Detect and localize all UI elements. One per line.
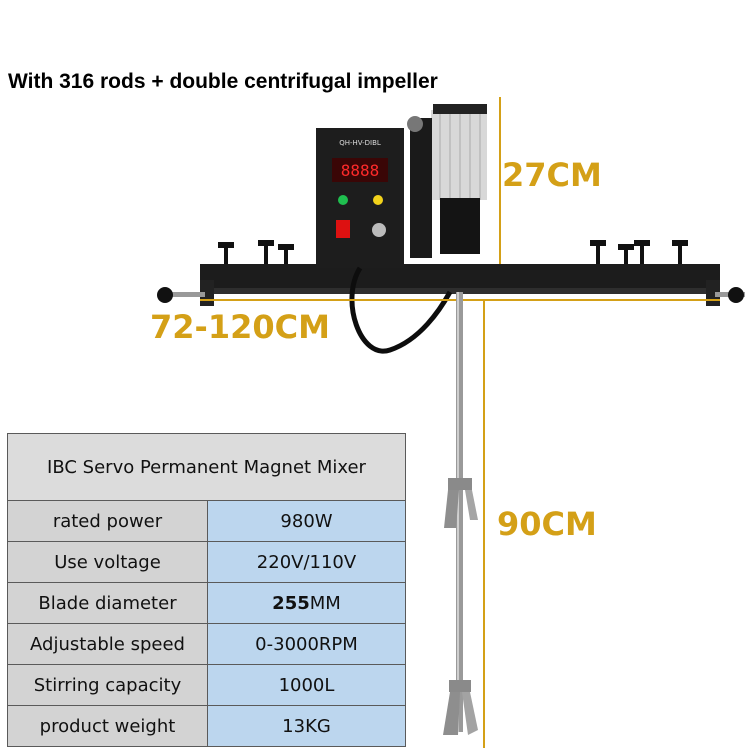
table-row: rated power 980W [7,500,406,542]
blade-diameter-unit: MM [309,592,341,614]
spec-table-title: IBC Servo Permanent Magnet Mixer [7,433,406,501]
upper-impeller-blade [444,490,459,528]
controller-display [332,158,388,182]
controller-box [316,128,404,268]
display-digits: 8888 [341,161,380,180]
right-clamp-knob [728,287,744,303]
headline: With 316 rods + double centrifugal impel… [8,70,438,93]
left-clamp-screw [170,292,205,297]
lower-impeller-hub [449,680,471,692]
rail-knobs [218,240,688,264]
speed-knob [372,223,386,237]
table-row: Use voltage 220V/110V [7,541,406,583]
table-row: Adjustable speed 0-3000RPM [7,623,406,665]
stirring-rod [456,292,463,732]
spec-value: 1000L [207,664,406,706]
spec-label: Blade diameter [7,582,208,624]
spec-label: Adjustable speed [7,623,208,665]
rod-length-dimension: 90CM [497,505,597,543]
height-dimension: 27CM [502,156,602,194]
spec-table-title-row: IBC Servo Permanent Magnet Mixer [7,433,406,501]
spec-label: Stirring capacity [7,664,208,706]
green-indicator [338,195,348,205]
motor-base [440,198,480,254]
motor-housing [431,110,487,200]
table-row: Stirring capacity 1000L [7,664,406,706]
yellow-indicator [373,195,383,205]
mounting-rail [200,264,720,288]
spec-value: 0-3000RPM [207,623,406,665]
spec-label: Use voltage [7,541,208,583]
upper-impeller-hub [448,478,472,490]
left-clamp-knob [157,287,173,303]
table-row: product weight 13KG [7,705,406,747]
spec-value: 980W [207,500,406,542]
width-dimension: 72-120CM [150,308,330,346]
spec-value: 220V/110V [207,541,406,583]
spec-label: rated power [7,500,208,542]
lower-impeller-blade [443,692,460,735]
spec-value: 13KG [207,705,406,747]
spec-table: IBC Servo Permanent Magnet Mixer rated p… [7,433,406,747]
spec-value: 255MM [207,582,406,624]
blade-diameter-number: 255 [272,592,310,614]
controller-model: QH-HV-DIBL [339,139,381,147]
spec-label: product weight [7,705,208,747]
power-switch [336,220,350,238]
table-row: Blade diameter 255MM [7,582,406,624]
